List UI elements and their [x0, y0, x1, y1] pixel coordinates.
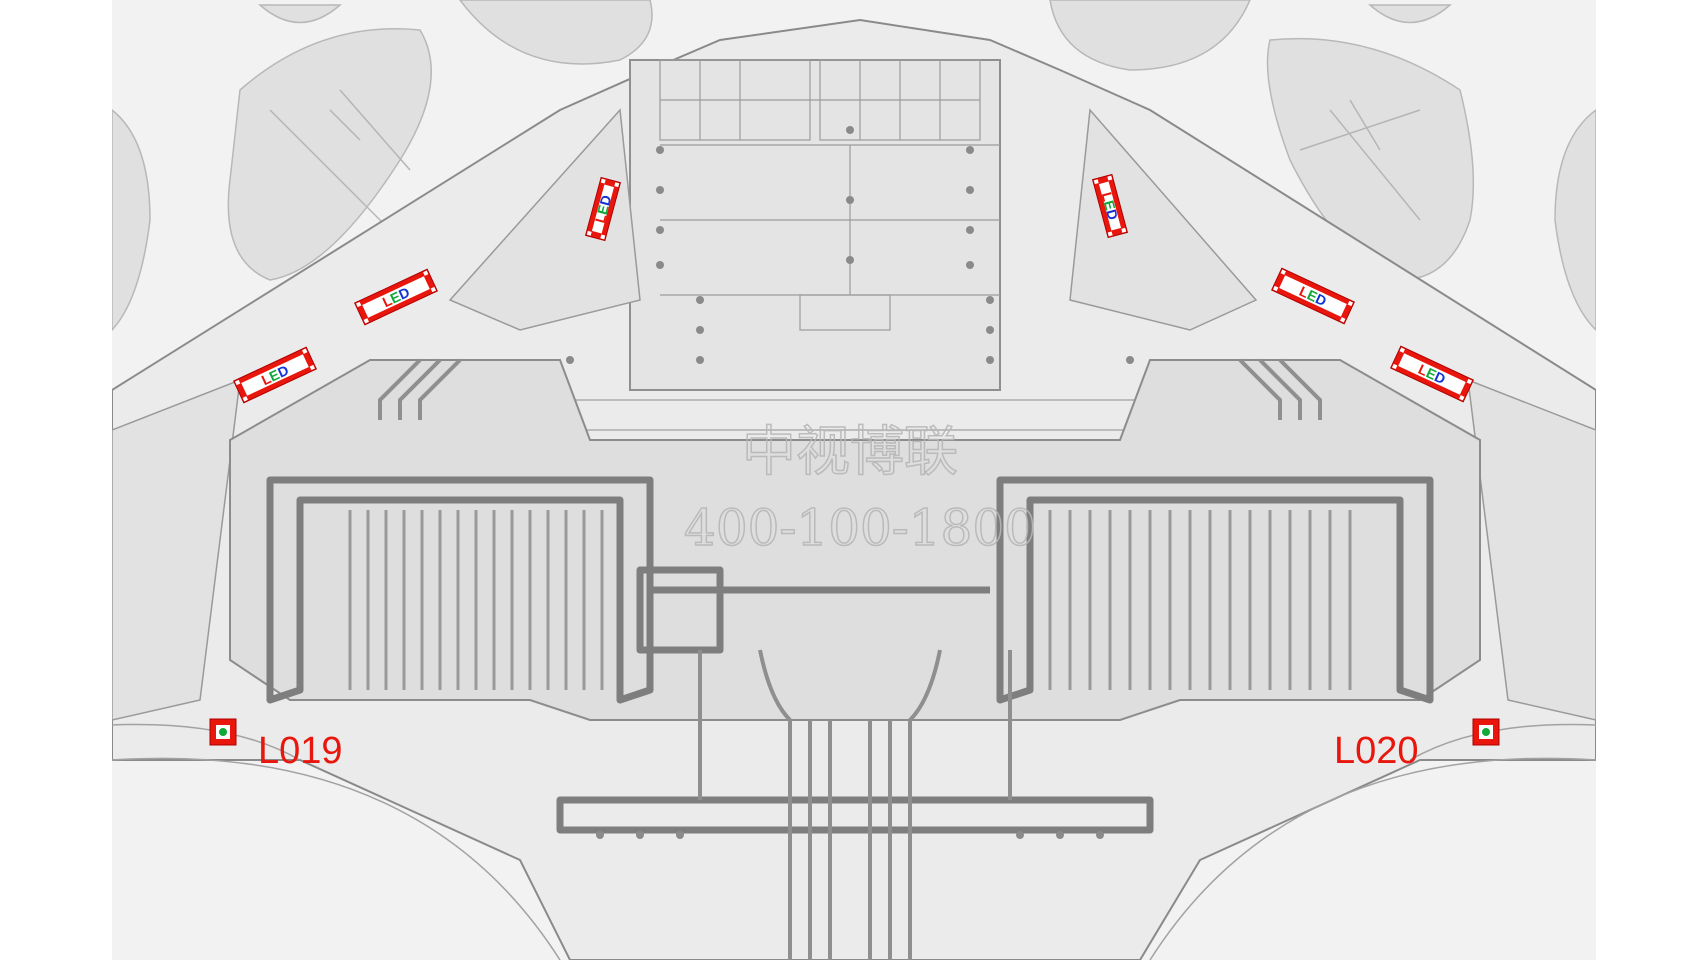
column-marker — [1056, 831, 1064, 839]
led-sign-corner — [600, 178, 606, 184]
column-marker — [596, 831, 604, 839]
column-marker — [846, 196, 854, 204]
column-marker — [1016, 831, 1024, 839]
column-marker — [966, 146, 974, 154]
location-label-left: L019 — [258, 730, 343, 772]
led-sign-corner — [1399, 347, 1405, 353]
led-sign-letter: D — [596, 193, 614, 207]
watermark-line1: 中视博联 — [742, 420, 958, 483]
led-sign-panel — [362, 276, 430, 318]
column-marker — [986, 356, 994, 364]
column-marker — [986, 296, 994, 304]
led-sign-1: LED — [233, 346, 317, 404]
led-sign-corner — [1273, 285, 1279, 292]
led-markers: LED LED LED LED LED LED — [209, 173, 1500, 746]
led-sign-corner — [586, 230, 592, 236]
watermark-line2: 400-100-1800 — [684, 499, 1036, 557]
conveyor-columns-left — [348, 510, 622, 690]
led-sign-letter: E — [594, 203, 612, 216]
column-markers — [566, 126, 1134, 839]
led-sign-corner — [1280, 269, 1286, 275]
column-marker — [656, 226, 664, 234]
wing-structures — [112, 108, 1596, 721]
led-sign-corner — [309, 364, 315, 371]
column-marker — [656, 146, 664, 154]
led-sign-corner — [1107, 231, 1113, 237]
column-marker — [696, 296, 704, 304]
column-marker — [966, 186, 974, 194]
column-marker — [846, 256, 854, 264]
central-hall — [629, 59, 1001, 391]
led-square-right — [1472, 718, 1500, 746]
led-sign-corner — [430, 286, 436, 293]
led-sign-letter: E — [1101, 199, 1119, 212]
led-sign-corner — [1340, 317, 1346, 323]
column-marker — [986, 326, 994, 334]
led-sign-corner — [356, 301, 362, 308]
column-marker — [656, 261, 664, 269]
led-sign-corner — [1107, 175, 1113, 181]
led-sign-panel — [1398, 353, 1466, 395]
column-marker — [846, 126, 854, 134]
led-sign-corner — [1466, 378, 1472, 385]
led-sign-panel — [1098, 181, 1122, 231]
led-sign-2: LED — [354, 268, 438, 326]
led-sign-5: LED — [1271, 267, 1355, 325]
column-marker — [696, 326, 704, 334]
led-sign-corner — [302, 348, 308, 354]
column-marker — [656, 186, 664, 194]
led-sign-letter: D — [1103, 208, 1121, 222]
column-marker — [636, 831, 644, 839]
led-sign-text: LED — [1099, 190, 1122, 221]
column-marker — [1126, 356, 1134, 364]
watermark: 中视博联 400-100-1800 — [683, 419, 1036, 558]
led-sign-corner — [1392, 363, 1398, 370]
led-square-dot — [219, 728, 227, 736]
led-sign-text: LED — [592, 193, 615, 224]
concourse-arcs — [112, 723, 1596, 960]
led-sign-panel — [591, 184, 615, 234]
led-square-dot — [1482, 728, 1490, 736]
baggage-hall — [229, 359, 1481, 721]
led-sign-corner — [1093, 179, 1099, 185]
led-sign-corner — [614, 182, 620, 188]
conveyor-columns-right — [1048, 510, 1352, 690]
led-square-left — [209, 718, 237, 746]
led-sign-6: LED — [1390, 345, 1474, 403]
led-sign-4: LED — [1091, 173, 1129, 239]
column-marker — [696, 356, 704, 364]
location-label-right: L020 — [1334, 730, 1419, 772]
column-marker — [1096, 831, 1104, 839]
led-sign-corner — [1459, 395, 1465, 401]
map-drawing: 中视博联 400-100-1800 — [112, 0, 1596, 960]
led-sign-panel — [241, 354, 309, 396]
column-marker — [966, 226, 974, 234]
column-marker — [676, 831, 684, 839]
conveyor-feed-lines — [378, 358, 1322, 960]
leaf-inner-lines — [269, 89, 1421, 231]
led-sign-corner — [423, 270, 429, 276]
led-sign-corner — [1347, 300, 1353, 307]
column-marker — [966, 261, 974, 269]
led-sign-corner — [600, 234, 606, 240]
led-sign-corner — [235, 379, 241, 386]
led-sign-3: LED — [584, 176, 622, 242]
led-sign-corner — [363, 318, 369, 324]
led-sign-corner — [1121, 227, 1127, 233]
led-sign-corner — [242, 396, 248, 402]
led-sign-text: LED — [259, 362, 291, 388]
led-sign-panel — [1279, 275, 1347, 317]
column-marker — [566, 356, 574, 364]
